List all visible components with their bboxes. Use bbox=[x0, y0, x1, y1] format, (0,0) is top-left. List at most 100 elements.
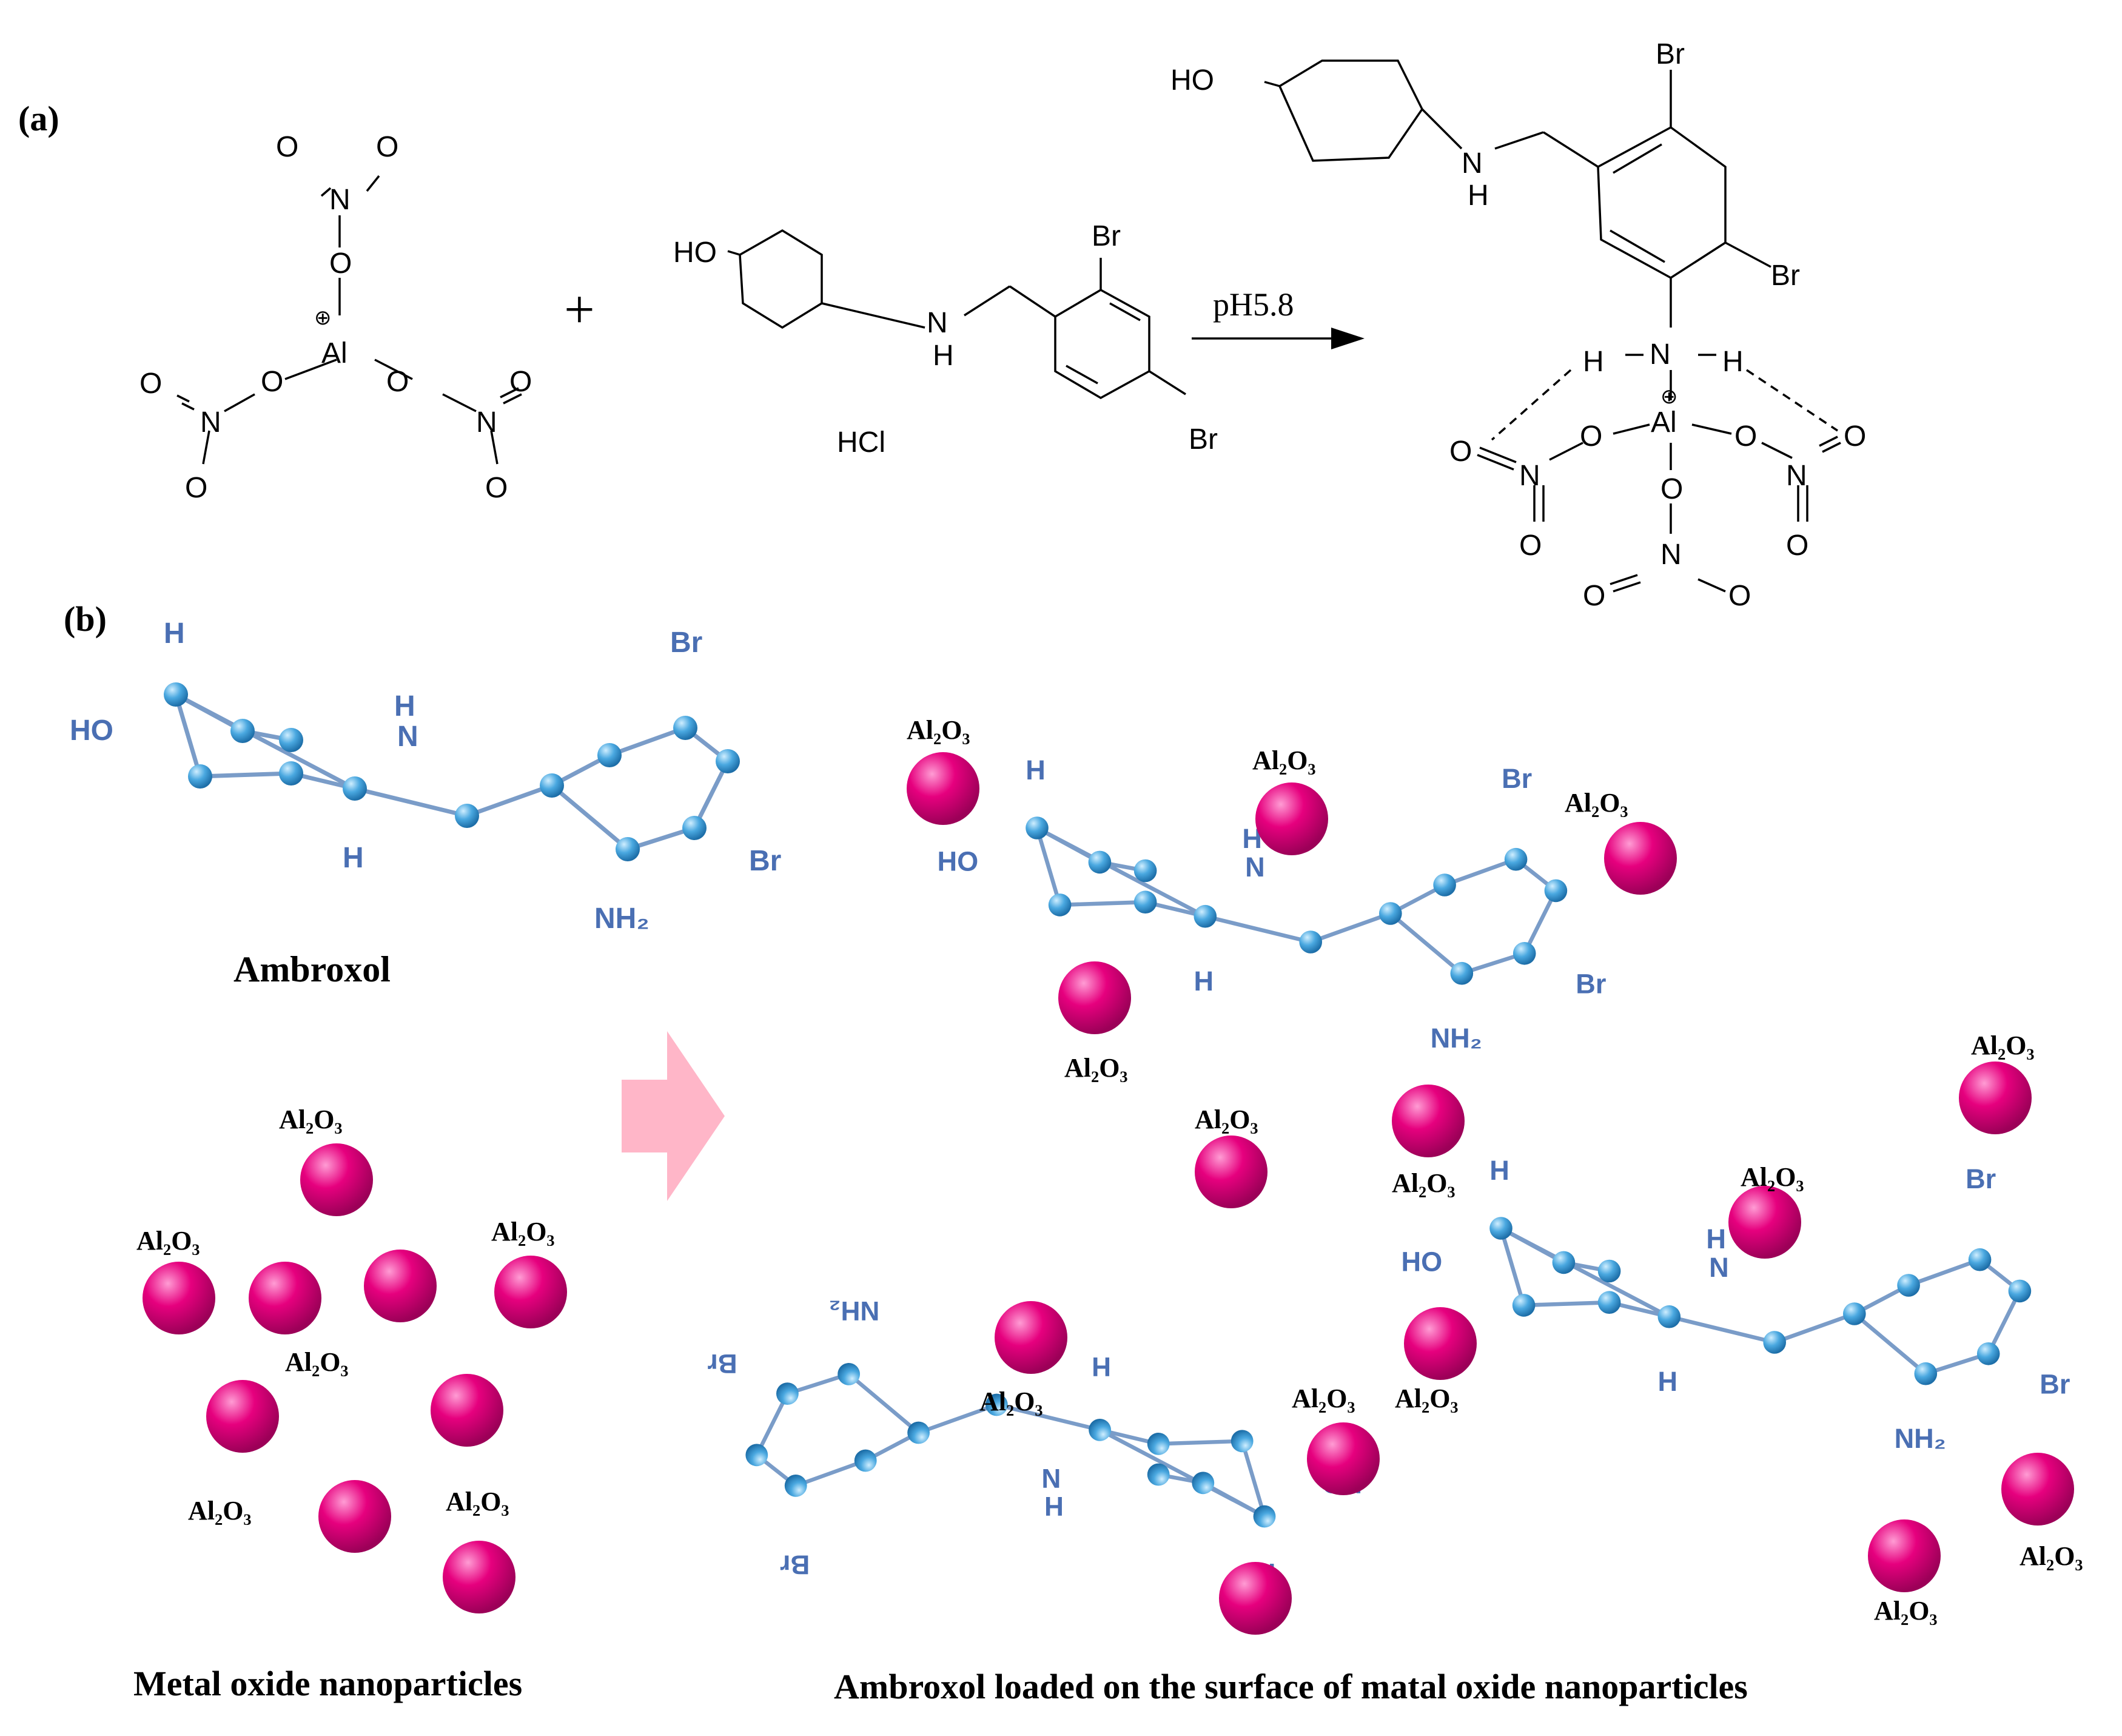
atom-ball bbox=[1763, 1331, 1786, 1354]
atom-ball bbox=[1968, 1248, 1992, 1271]
al2o3-particle bbox=[1392, 1085, 1465, 1157]
atom-ball bbox=[907, 1421, 930, 1444]
al2o3-particle bbox=[494, 1256, 567, 1328]
atom-h: H bbox=[1722, 346, 1744, 378]
molecule-bond bbox=[1986, 1289, 2022, 1356]
molecule-bond bbox=[1388, 911, 1464, 975]
atom-h: H bbox=[1468, 180, 1489, 212]
atom-o: O bbox=[1580, 420, 1602, 453]
al2o3-label: Al₂O₃ bbox=[1064, 1053, 1128, 1083]
molecule-bond bbox=[1035, 826, 1062, 907]
molecule-atom-label: H bbox=[1706, 1223, 1726, 1254]
al2o3-particle bbox=[206, 1380, 279, 1453]
molecule-bond bbox=[1499, 1226, 1671, 1319]
molecule-atom-label: H bbox=[1489, 1155, 1509, 1186]
ambroxol-molecules: HOHNHHBrBrNH₂HOHNHHBrBrNH₂HOHNHHBrBrNH₂H… bbox=[70, 617, 2070, 1587]
atom-n: N bbox=[1786, 460, 1807, 492]
ambroxol-hcl-structure: HO N H Br Br HCl bbox=[673, 220, 1218, 459]
atom-br: Br bbox=[1771, 260, 1800, 292]
al2o3-particle bbox=[143, 1262, 215, 1334]
ph-label: pH5.8 bbox=[1213, 286, 1294, 323]
al2o3-label: Al₂O₃ bbox=[907, 715, 970, 745]
ambroxol-caption: Ambroxol bbox=[233, 949, 391, 989]
al2o3-particle bbox=[364, 1250, 437, 1322]
atom-ball bbox=[745, 1444, 768, 1467]
al2o3-particle bbox=[1195, 1135, 1267, 1208]
atom-ball bbox=[673, 716, 697, 740]
molecule-bond bbox=[352, 786, 469, 818]
atom-o: O bbox=[1786, 530, 1808, 562]
atom-n: N bbox=[1660, 539, 1682, 571]
molecule-bond bbox=[1772, 1311, 1857, 1345]
atom-br: Br bbox=[1656, 38, 1685, 70]
al2o3-particle bbox=[431, 1374, 503, 1447]
molecule-atom-label: NH₂ bbox=[829, 1296, 879, 1325]
atom-n: N bbox=[1650, 338, 1671, 371]
molecule-bond bbox=[1058, 900, 1147, 907]
al2o3-label: Al₂O₃ bbox=[1565, 788, 1628, 818]
atom-ball bbox=[854, 1449, 877, 1472]
molecule-bond bbox=[1098, 1428, 1267, 1519]
atom-ball bbox=[279, 728, 303, 752]
panel-b-label: (b) bbox=[64, 599, 107, 639]
atom-ball bbox=[1513, 942, 1536, 965]
molecule-atom-label: H bbox=[1092, 1351, 1111, 1381]
atom-ball bbox=[1914, 1362, 1938, 1385]
al2o3-particle bbox=[249, 1262, 321, 1334]
molecule-bond bbox=[692, 759, 730, 830]
molecule-atom-label: H bbox=[1026, 755, 1046, 786]
molecule-bond bbox=[916, 1402, 999, 1435]
atom-ball bbox=[1433, 873, 1456, 897]
atom-ball bbox=[1897, 1274, 1920, 1297]
molecule-bond bbox=[754, 1391, 790, 1458]
al2o3-particle bbox=[1219, 1562, 1292, 1635]
al2o3-label: Al₂O₃ bbox=[279, 1105, 343, 1134]
molecule-atom-label: H bbox=[164, 617, 185, 650]
molecule-atom-label: Br bbox=[1966, 1163, 1996, 1194]
atom-n: N bbox=[927, 307, 948, 339]
molecule-bond bbox=[793, 1458, 868, 1488]
molecule-bond bbox=[1906, 1257, 1982, 1288]
al2o3-label: Al₂O₃ bbox=[285, 1347, 349, 1377]
positive-charge: ⊕ bbox=[1660, 385, 1678, 408]
atom-ball bbox=[838, 1363, 860, 1385]
al2o3-particles bbox=[143, 752, 2074, 1635]
molecule-bond bbox=[607, 725, 688, 758]
molecule-atom-label: Br bbox=[670, 627, 702, 659]
al2o3-particle bbox=[443, 1541, 515, 1613]
atom-ball bbox=[597, 743, 622, 767]
atom-ball bbox=[1088, 850, 1112, 874]
molecule-atom-label: H bbox=[1044, 1491, 1064, 1521]
atom-o: O bbox=[509, 366, 532, 398]
atom-o: O bbox=[276, 131, 298, 163]
al2o3-label: Al₂O₃ bbox=[1874, 1596, 1938, 1626]
molecule-atom-label: N bbox=[397, 721, 418, 753]
al2o3-particle bbox=[995, 1301, 1067, 1374]
atom-ball bbox=[784, 1475, 807, 1497]
atom-ball bbox=[1089, 1419, 1111, 1441]
atom-ball bbox=[1504, 847, 1528, 871]
al2o3-label: Al₂O₃ bbox=[1292, 1384, 1355, 1413]
al2o3-label: Al₂O₃ bbox=[136, 1226, 200, 1256]
atom-o: O bbox=[485, 472, 508, 504]
molecule-bond bbox=[1308, 911, 1393, 944]
atom-o: O bbox=[1449, 436, 1472, 468]
al2o3-labels: Al₂O₃ Al₂O₃ Al₂O₃ Al₂O₃ Al₂O₃ Al₂O₃ Al₂O₃ Al₂O₃… bbox=[136, 715, 2083, 1626]
atom-ball bbox=[279, 761, 303, 786]
atom-al: Al bbox=[321, 337, 348, 369]
panel-a-label: (a) bbox=[18, 99, 59, 138]
transition-arrow bbox=[622, 1031, 725, 1201]
molecule-bond bbox=[1240, 1439, 1267, 1519]
al2o3-particle bbox=[1307, 1422, 1380, 1495]
molecule-bond bbox=[1203, 914, 1313, 944]
molecule-atom-label: N bbox=[1041, 1463, 1061, 1493]
molecule-atom-label: NH₂ bbox=[594, 903, 650, 935]
atom-ball bbox=[1231, 1430, 1254, 1453]
atom-ball bbox=[1379, 902, 1402, 925]
molecule-bond bbox=[549, 783, 630, 852]
atom-ball bbox=[716, 749, 740, 773]
product-complex-structure: HO N H Br Br N H H ⊕ Al O O O N O O N O … bbox=[1170, 38, 1866, 612]
atom-br: Br bbox=[1189, 423, 1218, 456]
molecule-bond bbox=[465, 783, 554, 818]
